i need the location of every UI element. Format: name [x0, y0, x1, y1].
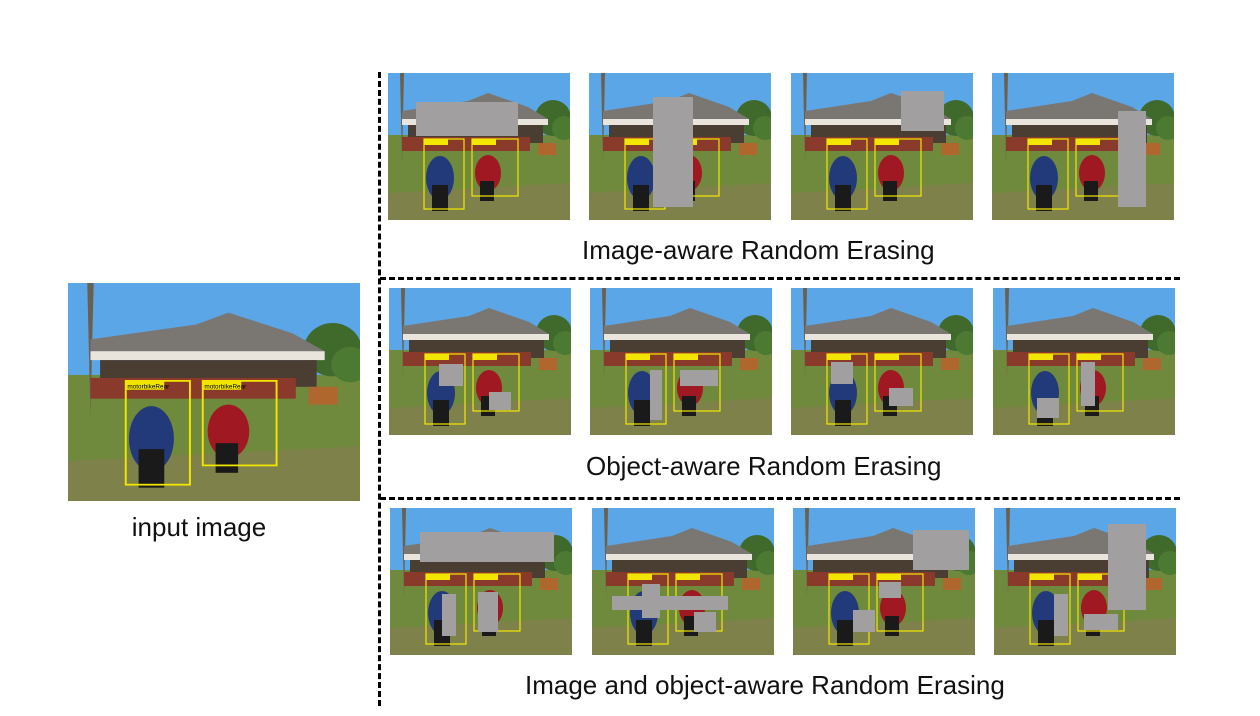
erase-patch: [1118, 111, 1146, 207]
image-aware-sample-4: [992, 73, 1174, 220]
erase-patch: [853, 610, 875, 632]
object-aware-sample-1: [389, 288, 571, 435]
erase-patch: [416, 102, 518, 136]
erase-patch: [439, 364, 463, 386]
erase-patch: [478, 592, 498, 632]
input-caption: input image: [131, 512, 267, 542]
erase-patch: [913, 530, 969, 570]
row-divider-1: [380, 277, 1180, 280]
input-box-label-2: motorbikeRear: [204, 383, 246, 390]
input-image: motorbikeRear motorbikeRear: [68, 283, 360, 501]
erase-patch: [420, 532, 554, 562]
erase-patch: [1054, 594, 1068, 636]
erase-patch: [650, 370, 662, 420]
input-image-scene: motorbikeRear motorbikeRear: [68, 283, 360, 501]
erase-patch: [642, 584, 660, 618]
row-divider-2: [380, 497, 1180, 500]
erase-patch: [653, 97, 693, 207]
erase-patch: [1037, 398, 1059, 418]
object-aware-sample-4: [993, 288, 1175, 435]
image-aware-sample-2: [589, 73, 771, 220]
image-object-aware-sample-3: [793, 508, 975, 655]
erase-patch: [1081, 362, 1095, 406]
image-object-aware-sample-1: [390, 508, 572, 655]
erase-patch: [889, 388, 913, 406]
erase-patch: [1084, 614, 1118, 630]
erase-patch: [442, 594, 456, 636]
input-box-label-1: motorbikeRear: [127, 383, 169, 390]
erase-patch: [1108, 524, 1146, 610]
image-aware-sample-3: [791, 73, 973, 220]
erase-patch: [489, 392, 511, 410]
erase-patch: [694, 612, 716, 632]
erase-patch: [680, 370, 718, 386]
vertical-divider: [378, 72, 381, 706]
image-object-aware-caption: Image and object-aware Random Erasing: [525, 670, 1005, 700]
object-aware-sample-2: [590, 288, 772, 435]
erase-patch: [901, 91, 944, 131]
erase-patch: [879, 582, 901, 598]
object-aware-caption: Object-aware Random Erasing: [586, 451, 942, 481]
image-aware-caption: Image-aware Random Erasing: [582, 235, 935, 265]
erase-patch: [831, 362, 853, 384]
erase-patch: [612, 596, 728, 610]
image-object-aware-sample-4: [994, 508, 1176, 655]
image-aware-sample-1: [388, 73, 570, 220]
object-aware-sample-3: [791, 288, 973, 435]
image-object-aware-sample-2: [592, 508, 774, 655]
